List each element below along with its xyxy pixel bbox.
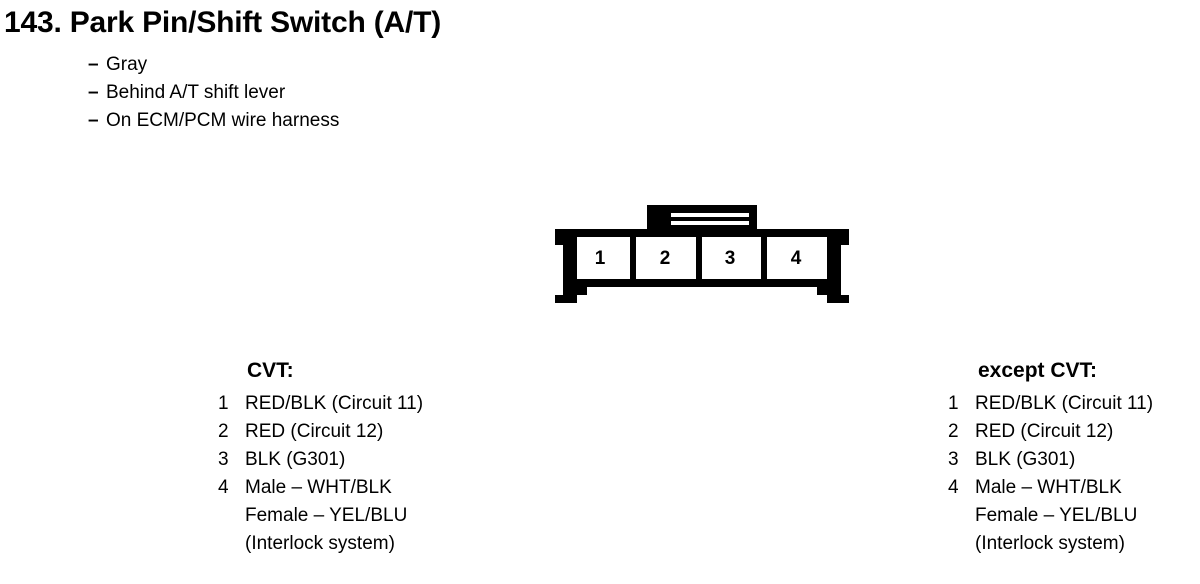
legend-row: 1 RED/BLK (Circuit 11) bbox=[948, 390, 1200, 418]
legend-row: 4 Male – WHT/BLK Female – YEL/BLU (Interloc… bbox=[948, 474, 1200, 558]
legend-pin-description-line: Male – WHT/BLK bbox=[245, 477, 392, 498]
legend-pin-number: 1 bbox=[948, 393, 959, 414]
legend-pin-description-line: RED (Circuit 12) bbox=[975, 421, 1114, 442]
dash-bullet-icon: – bbox=[88, 82, 99, 103]
legend-row: 4 Male – WHT/BLK Female – YEL/BLU (Interloc… bbox=[218, 474, 548, 558]
legend-column-except-cvt: except CVT: 1 RED/BLK (Circuit 11) 2 RED (C… bbox=[948, 356, 1200, 558]
legend-pin-description: RED/BLK (Circuit 11) bbox=[975, 390, 1200, 418]
legend-pin-number: 4 bbox=[948, 477, 959, 498]
dash-bullet-icon: – bbox=[88, 110, 99, 131]
spec-item-label: On ECM/PCM wire harness bbox=[106, 110, 340, 131]
legend-pin-description-line: RED/BLK (Circuit 11) bbox=[975, 393, 1154, 414]
legend-pin-description-line: Male – WHT/BLK bbox=[975, 477, 1122, 498]
legend-row: 3 BLK (G301) bbox=[948, 446, 1200, 474]
legend-pin-number: 3 bbox=[218, 449, 229, 470]
legend-row: 1 RED/BLK (Circuit 11) bbox=[218, 390, 548, 418]
legend-heading-cvt: CVT: bbox=[247, 359, 294, 382]
legend-pin-description: BLK (G301) bbox=[245, 446, 548, 474]
legend-pin-description: BLK (G301) bbox=[975, 446, 1200, 474]
legend-pin-description-line: BLK (G301) bbox=[245, 449, 346, 470]
legend-pin-description: Male – WHT/BLK Female – YEL/BLU (Interlock… bbox=[245, 474, 548, 558]
legend-pin-description-line: (Interlock system) bbox=[975, 533, 1125, 554]
legend-pin-description: Male – WHT/BLK Female – YEL/BLU (Interlock… bbox=[975, 474, 1200, 558]
legend-pin-description: RED (Circuit 12) bbox=[245, 418, 548, 446]
legend-pin-number: 2 bbox=[948, 421, 959, 442]
pin-number-3: 3 bbox=[725, 248, 736, 269]
legend-pin-description-line: (Interlock system) bbox=[245, 533, 395, 554]
spec-list: –Gray–Behind A/T shift lever–On ECM/PCM … bbox=[88, 54, 588, 138]
spec-item: –Behind A/T shift lever bbox=[88, 82, 588, 110]
legend-pin-description-line: BLK (G301) bbox=[975, 449, 1076, 470]
legend-pin-number: 1 bbox=[218, 393, 229, 414]
connector-housing-outline bbox=[555, 205, 849, 303]
spec-item-label: Behind A/T shift lever bbox=[106, 82, 286, 103]
legend-pin-description: RED (Circuit 12) bbox=[975, 418, 1200, 446]
dash-bullet-icon: – bbox=[88, 54, 99, 75]
legend-pin-description-line: Female – YEL/BLU bbox=[245, 505, 408, 526]
legend-pin-description-line: RED/BLK (Circuit 11) bbox=[245, 393, 424, 414]
legend-pin-description-line: Female – YEL/BLU bbox=[975, 505, 1138, 526]
spec-item-label: Gray bbox=[106, 54, 148, 75]
spec-item: –On ECM/PCM wire harness bbox=[88, 110, 588, 138]
legend-pin-description-line: RED (Circuit 12) bbox=[245, 421, 384, 442]
legend-column-cvt: CVT: 1 RED/BLK (Circuit 11) 2 RED (Circuit … bbox=[218, 356, 548, 558]
legend-row: 2 RED (Circuit 12) bbox=[948, 418, 1200, 446]
pin-divider-1 bbox=[630, 237, 636, 279]
legend-pin-number: 3 bbox=[948, 449, 959, 470]
legend-row: 2 RED (Circuit 12) bbox=[218, 418, 548, 446]
legend-heading-except-cvt: except CVT: bbox=[978, 359, 1098, 382]
legend-pin-number: 2 bbox=[218, 421, 229, 442]
spec-item: –Gray bbox=[88, 54, 588, 82]
connector-diagram: 1 2 3 4 bbox=[545, 198, 859, 310]
pin-divider-2 bbox=[696, 237, 702, 279]
housing-inner-wall-right bbox=[827, 237, 833, 279]
housing-inner-wall-left bbox=[571, 237, 577, 279]
page-title: 143. Park Pin/Shift Switch (A/T) bbox=[4, 6, 442, 39]
legend-pin-description: RED/BLK (Circuit 11) bbox=[245, 390, 548, 418]
pin-number-2: 2 bbox=[660, 248, 671, 269]
legend-pin-number: 4 bbox=[218, 477, 229, 498]
pin-number-4: 4 bbox=[791, 248, 802, 269]
pin-divider-3 bbox=[761, 237, 767, 279]
legend-row: 3 BLK (G301) bbox=[218, 446, 548, 474]
pin-number-1: 1 bbox=[595, 248, 606, 269]
pin-number-labels: 1 2 3 4 bbox=[595, 248, 802, 269]
